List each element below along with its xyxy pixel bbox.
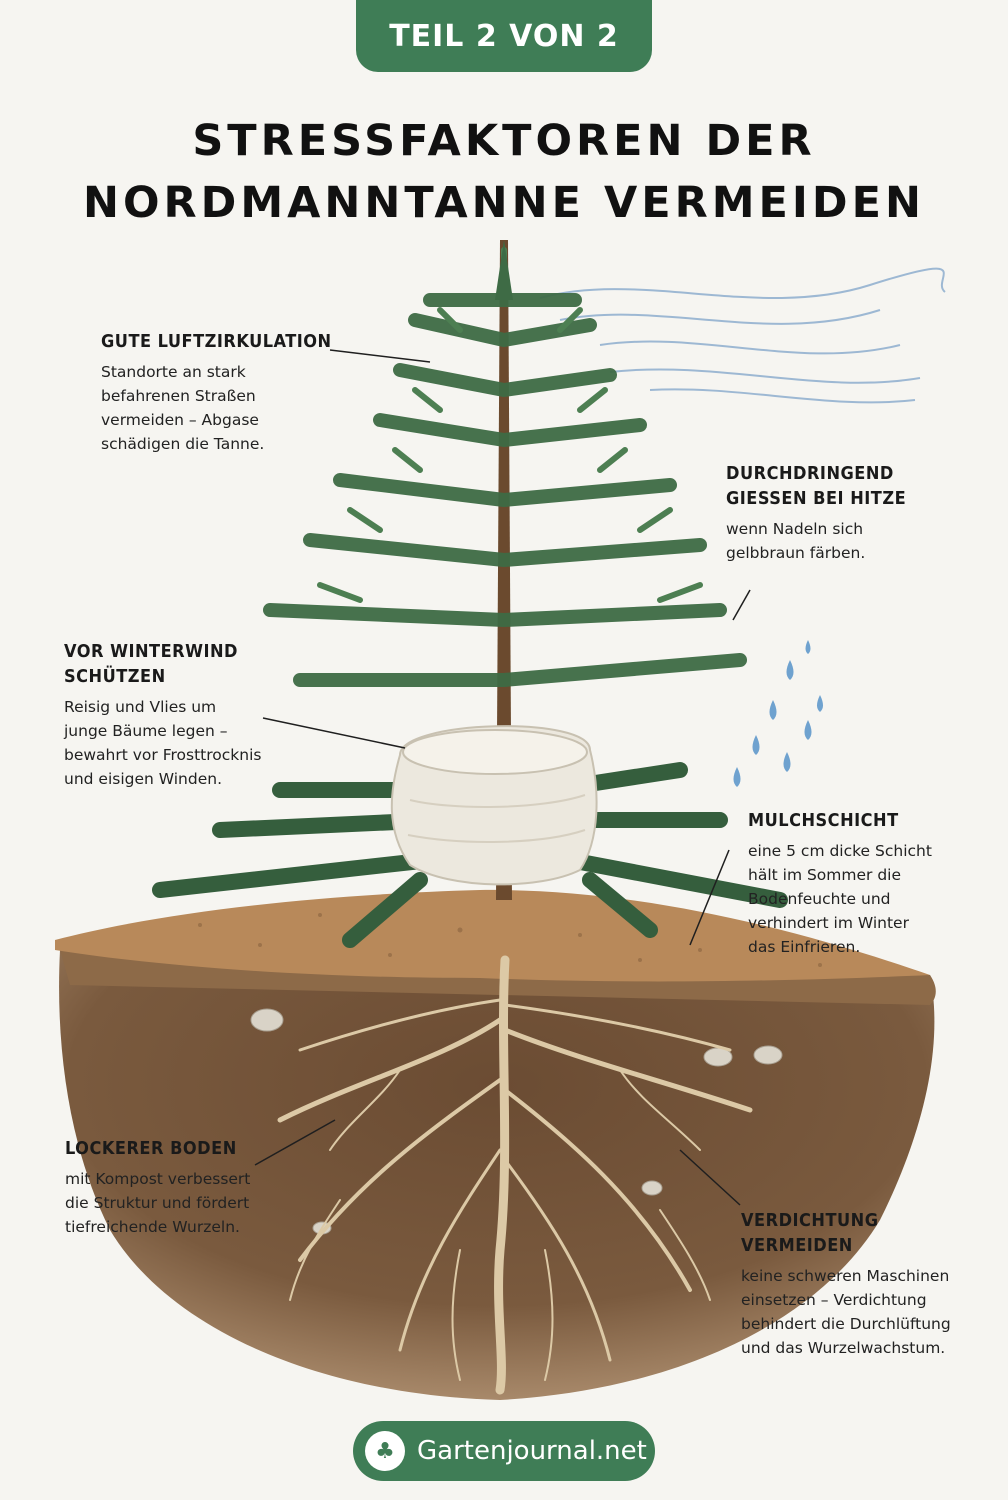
water-drops-icon bbox=[733, 640, 823, 787]
page-title: STRESSFAKTOREN DER NORDMANNTANNE VERMEID… bbox=[0, 110, 1008, 234]
label-luft-text: Standorte an stark befahrenen Straßen ve… bbox=[101, 363, 265, 453]
label-boden-text: mit Kompost verbessert die Struktur und … bbox=[65, 1170, 251, 1236]
callout-lines bbox=[254, 349, 751, 1206]
fleece-wrap bbox=[390, 725, 598, 886]
label-lockerer-boden: LOCKERER BODEN mit Kompost verbessert di… bbox=[65, 1136, 250, 1239]
label-mulchschicht: MULCHSCHICHT eine 5 cm dicke Schicht häl… bbox=[748, 808, 932, 959]
label-verdichtung-heading: VERDICHTUNG VERMEIDEN bbox=[741, 1210, 879, 1256]
mulch-layer bbox=[55, 889, 930, 982]
brand-footer[interactable]: ♣ Gartenjournal.net bbox=[353, 1421, 655, 1481]
label-luft-heading: GUTE LUFTZIRKULATION bbox=[101, 331, 332, 352]
label-mulch-text: eine 5 cm dicke Schicht hält im Sommer d… bbox=[748, 842, 932, 956]
title-line-2: NORDMANNTANNE VERMEIDEN bbox=[83, 178, 925, 228]
label-giessen-heading: DURCHDRINGEND GIESSEN BEI HITZE bbox=[726, 463, 907, 509]
label-verdichtung-text: keine schweren Maschinen einsetzen – Ver… bbox=[741, 1267, 951, 1357]
label-mulch-heading: MULCHSCHICHT bbox=[748, 810, 899, 831]
label-giessen-text: wenn Nadeln sich gelbbraun färben. bbox=[726, 520, 866, 562]
label-winterwind: VOR WINTERWIND SCHÜTZEN Reisig und Vlies… bbox=[64, 639, 261, 791]
title-line-1: STRESSFAKTOREN DER bbox=[192, 116, 816, 166]
label-wind-text: Reisig und Vlies um junge Bäume legen – … bbox=[64, 698, 262, 788]
wind-icon bbox=[539, 267, 946, 404]
label-boden-heading: LOCKERER BODEN bbox=[65, 1138, 237, 1159]
part-badge: TEIL 2 VON 2 bbox=[356, 0, 652, 72]
fir-branches bbox=[263, 247, 747, 687]
root-system bbox=[277, 955, 753, 1395]
seedling-icon: ♣ bbox=[365, 1431, 405, 1471]
label-verdichtung: VERDICHTUNG VERMEIDEN keine schweren Mas… bbox=[741, 1208, 951, 1360]
label-luftzirkulation: GUTE LUFTZIRKULATION Standorte an stark … bbox=[101, 329, 332, 456]
label-wind-heading: VOR WINTERWIND SCHÜTZEN bbox=[64, 641, 239, 687]
brand-name[interactable]: Gartenjournal.net bbox=[417, 1436, 647, 1466]
label-giessen: DURCHDRINGEND GIESSEN BEI HITZE wenn Nad… bbox=[726, 461, 906, 565]
